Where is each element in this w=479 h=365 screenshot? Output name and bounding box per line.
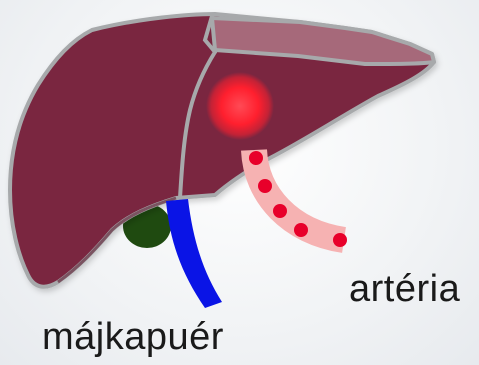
artery-dot [249,151,263,165]
artery-dot [294,223,308,237]
portal-vein [166,199,222,308]
portal-vein-label: májkapuér [42,318,224,356]
artery-dot [333,233,347,247]
artery-dot [258,179,272,193]
artery-dot [273,204,287,218]
artery-label: artéria [349,270,460,308]
tumor [206,72,274,140]
